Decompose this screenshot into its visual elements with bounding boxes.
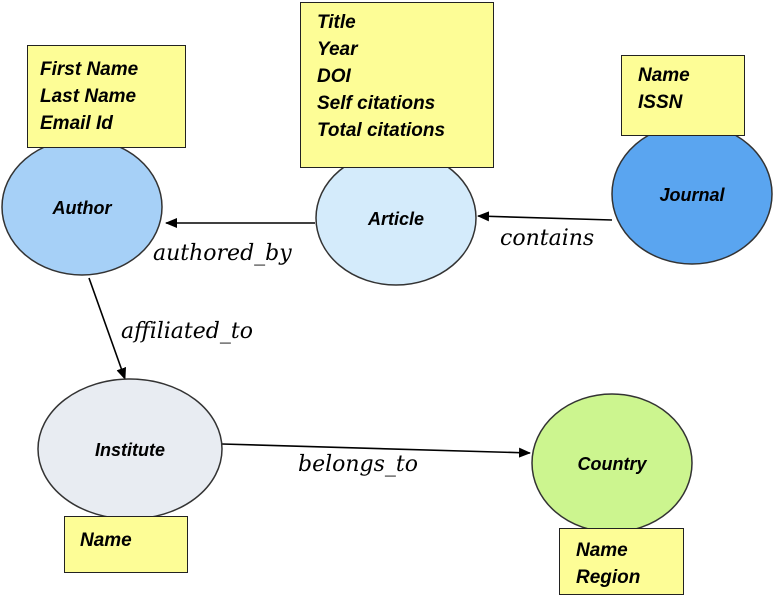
- node-institute: Institute: [37, 378, 223, 520]
- attribute: First Name: [40, 59, 139, 80]
- country-attributes: Name Region: [559, 528, 684, 595]
- node-country: Country: [531, 393, 693, 533]
- attribute: Title: [317, 12, 356, 33]
- edge-contains: [477, 211, 613, 222]
- attribute: Name: [80, 530, 132, 551]
- node-label-institute: Institute: [95, 440, 165, 460]
- attribute: Name: [638, 65, 690, 86]
- edge-affiliated-to: [88, 277, 127, 380]
- attribute: Self citations: [317, 93, 436, 114]
- edge-belongs-to: [221, 443, 531, 458]
- attribute: Year: [317, 39, 358, 60]
- institute-attributes: Name: [64, 516, 188, 573]
- attribute: Region: [576, 567, 641, 588]
- attribute: Total citations: [317, 120, 446, 141]
- attribute: Name: [576, 540, 628, 561]
- attribute: DOI: [317, 66, 351, 87]
- attribute: Last Name: [40, 86, 137, 107]
- attribute: ISSN: [638, 92, 683, 113]
- edge-label-authored-by: authored_by: [153, 241, 292, 266]
- edge-label-affiliated-to: affiliated_to: [121, 319, 253, 344]
- edge-label-belongs-to: belongs_to: [298, 452, 418, 477]
- attribute: Email Id: [40, 113, 113, 134]
- node-author: Author: [1, 138, 163, 276]
- node-label-journal: Journal: [659, 185, 725, 205]
- node-label-article: Article: [367, 209, 424, 229]
- node-journal: Journal: [611, 123, 773, 265]
- article-attributes: Title Year DOI Self citations Total cita…: [300, 2, 494, 168]
- node-article: Article: [315, 150, 477, 286]
- journal-attributes: Name ISSN: [621, 55, 745, 136]
- node-label-country: Country: [578, 454, 648, 474]
- node-label-author: Author: [52, 198, 113, 218]
- edge-label-contains: contains: [500, 226, 594, 251]
- author-attributes: First Name Last Name Email Id: [27, 45, 186, 148]
